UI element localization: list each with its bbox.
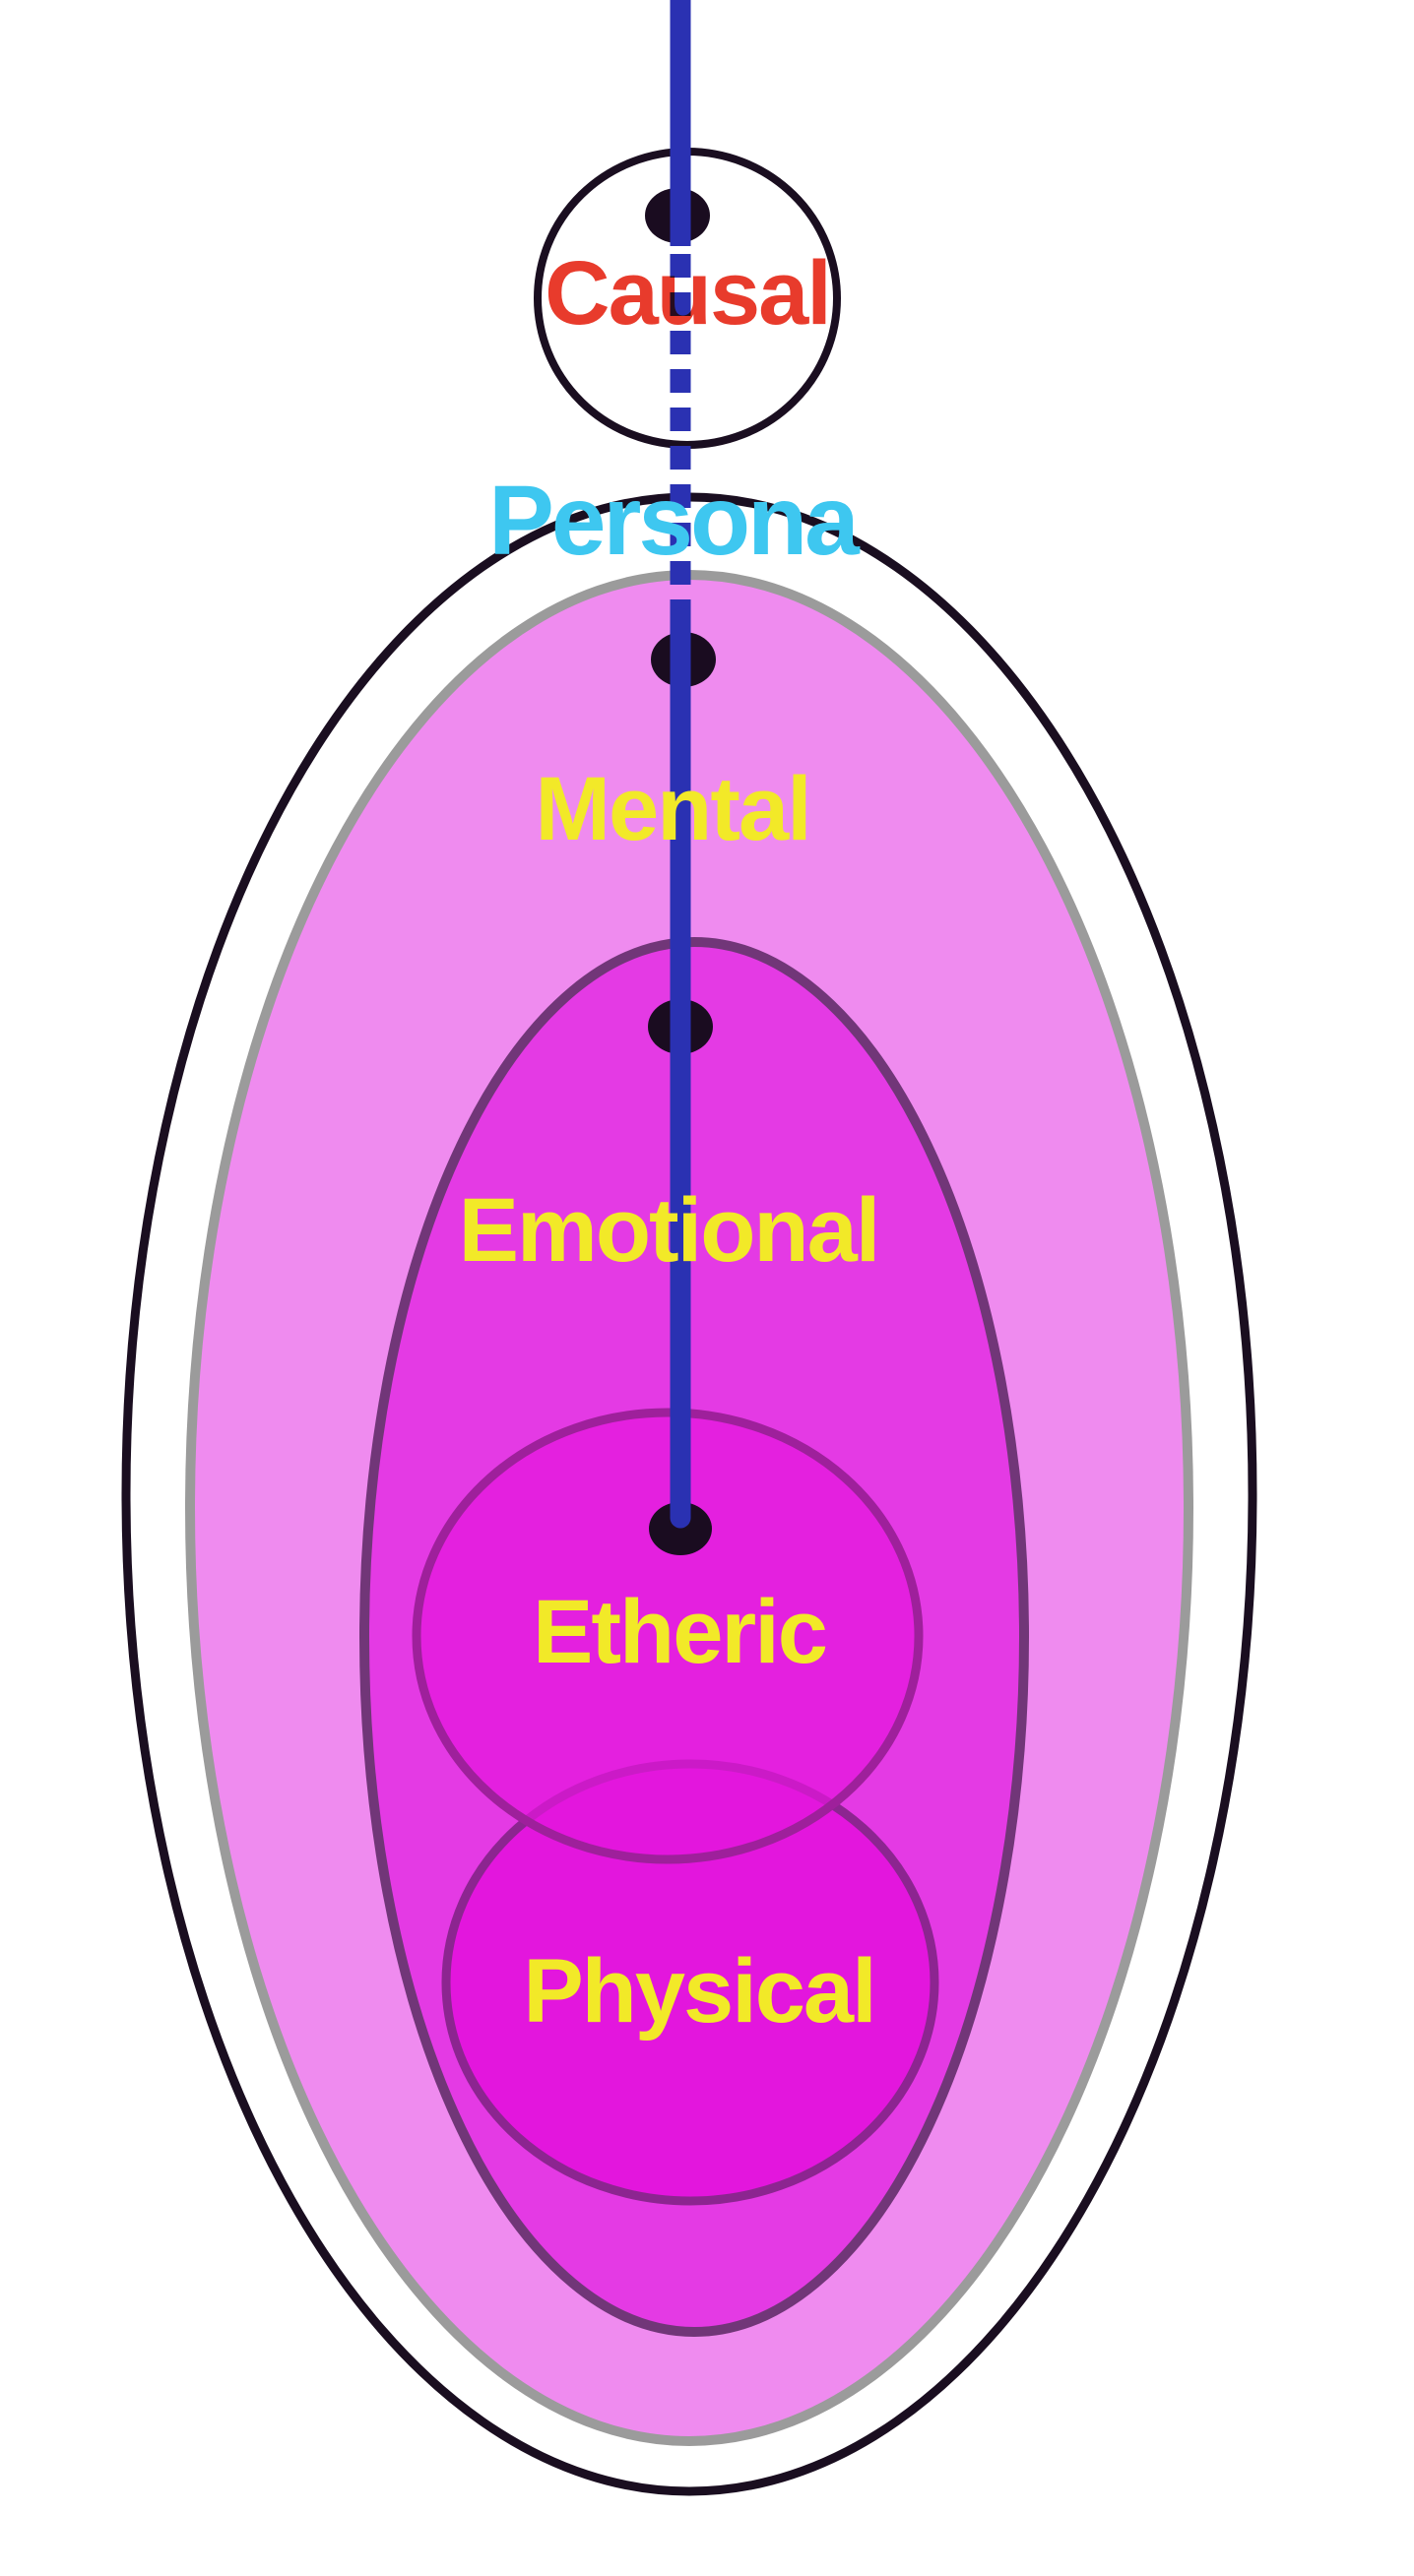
etheric-circle [412, 1408, 924, 1864]
etheric-dot [649, 1502, 712, 1555]
mental-label: Mental [535, 759, 809, 859]
causal-label: Causal [545, 243, 830, 344]
etheric-label: Etheric [533, 1582, 826, 1682]
persona-label: Persona [488, 466, 861, 576]
physical-label: Physical [523, 1941, 874, 2042]
emotional-label: Emotional [459, 1180, 879, 1281]
